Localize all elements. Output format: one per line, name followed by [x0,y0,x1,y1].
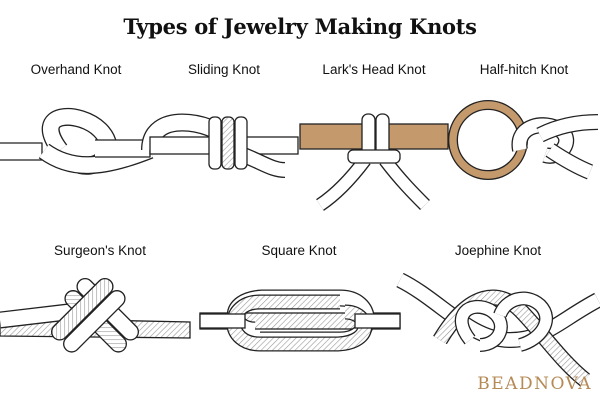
diagram-title: Types of Jewelry Making Knots [123,14,477,39]
half-hitch-knot-label: Half-hitch Knot [479,62,569,77]
larks-head-knot-drawing [299,113,449,211]
sliding-knot-drawing [141,113,299,178]
surgeons-knot-drawing [0,277,191,353]
half-hitch-knot-drawing [448,100,599,180]
surgeons-knot-label: Surgeon's Knot [54,243,146,258]
sliding-knot-label: Sliding Knot [187,62,261,77]
overhand-knot-drawing [0,107,154,175]
brand-logo: BEADNOVA [477,374,592,394]
square-knot-label: Square Knot [261,243,337,258]
josephine-knot-label: Joephine Knot [454,243,542,258]
josephine-knot-drawing [396,272,600,387]
square-knot-drawing [199,289,401,352]
overhand-knot-label: Overhand Knot [30,62,122,77]
larks-head-knot-label: Lark's Head Knot [322,62,426,77]
